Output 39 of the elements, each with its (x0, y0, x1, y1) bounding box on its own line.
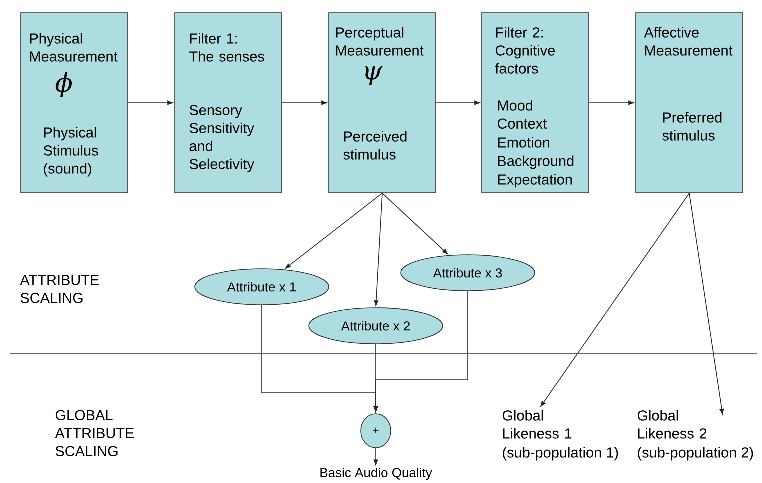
symbol: ϕ (56, 72, 72, 98)
process-box (20, 12, 128, 194)
box-text: Expectation (498, 174, 572, 188)
process-box (174, 12, 282, 194)
process-box (636, 12, 744, 194)
arrow (128, 100, 174, 106)
arrow (374, 448, 378, 466)
box-text: Filter 2: Cognitive factors (495, 27, 555, 74)
box-text: Context (498, 118, 548, 129)
box-text: Perceptual Measurement (336, 27, 424, 56)
section-label: ATTRIBUTE SCALING (20, 275, 100, 304)
box-text: Physical Measurement (30, 33, 118, 62)
arrow (436, 100, 480, 106)
arrow (382, 193, 448, 255)
box-text: Physical Stimulus (sound) (44, 127, 98, 177)
symbol: ψ (366, 66, 383, 86)
process-box (328, 12, 436, 194)
arrow (285, 193, 383, 269)
output-text: (sub-population 1) (503, 447, 618, 461)
box-text: Emotion (498, 137, 550, 148)
box-text: Sensory Sensitivity and Selectivity (190, 105, 254, 172)
box-text: Preferred stimulus (662, 112, 722, 141)
output-text: (sub-population 2) (638, 447, 754, 461)
section-label: GLOBAL ATTRIBUTE SCALING (55, 410, 134, 456)
box-text: Affective Measurement (644, 27, 733, 56)
arrow (589, 100, 634, 106)
box-text: Filter 1: The senses (190, 33, 264, 62)
arrow (689, 193, 724, 415)
arrow (540, 193, 690, 407)
arrow (282, 100, 328, 106)
output-text: Global Likeness 2 (638, 410, 707, 439)
arrow (374, 193, 383, 306)
box-text: Background (498, 156, 574, 170)
output-text: Basic Audio Quality (320, 468, 432, 480)
box-text: Perceived stimulus (344, 131, 407, 160)
arrow (374, 291, 468, 412)
output-text: Global Likeness 1 (502, 410, 572, 439)
box-text: Mood (498, 100, 533, 111)
process-box (482, 12, 590, 194)
